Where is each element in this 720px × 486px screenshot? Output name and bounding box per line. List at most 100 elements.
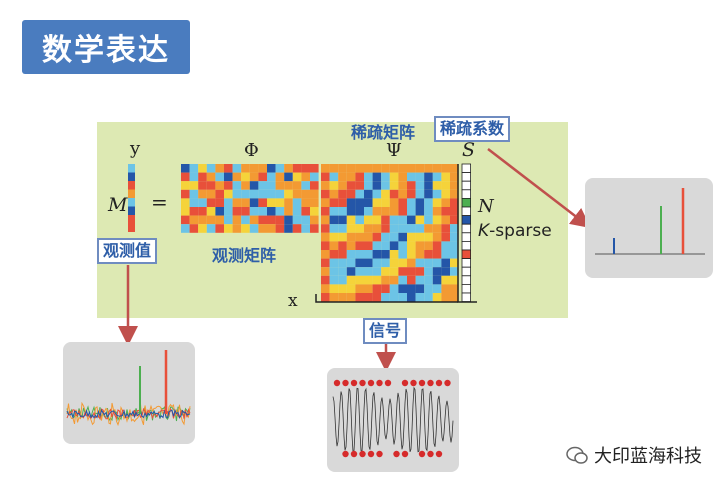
psi-cell (424, 207, 433, 216)
phi-cell (232, 198, 242, 207)
psi-cell (441, 164, 450, 173)
psi-cell (415, 172, 425, 182)
m-label: M (108, 194, 128, 216)
psi-cell (415, 284, 425, 293)
s-cell (461, 275, 472, 285)
psi-cell (381, 258, 390, 268)
psi-cell (389, 207, 399, 216)
psi-cell (346, 181, 356, 190)
psi-cell (415, 164, 425, 173)
psi-cell (372, 241, 382, 250)
sample-dot (418, 450, 426, 458)
psi-cell (381, 207, 390, 216)
phi-cell (206, 181, 216, 190)
phi-cell (189, 189, 199, 199)
psi-cell (424, 275, 433, 285)
psi-cell (381, 215, 390, 225)
sample-dot (427, 450, 434, 458)
psi-cell (415, 181, 425, 190)
phi-cell (232, 189, 242, 199)
phi-cell (267, 189, 276, 199)
psi-cell (372, 164, 382, 173)
psi-cell (398, 224, 407, 233)
psi-cell (415, 215, 425, 225)
phi-cell (275, 164, 285, 173)
psi-cell (355, 232, 364, 242)
psi-cell (372, 198, 382, 207)
sample-dot (350, 379, 358, 387)
phi-cell (301, 181, 310, 190)
psi-cell (415, 198, 425, 207)
psi-cell (389, 215, 399, 225)
psi-cell (346, 189, 356, 199)
psi-cell (329, 275, 339, 285)
y-cell (128, 164, 135, 173)
psi-cell (321, 198, 330, 207)
sample-dot (435, 450, 443, 458)
phi-cell (301, 198, 310, 207)
s-cell (461, 249, 472, 260)
wechat-icon (566, 446, 588, 464)
psi-cell (398, 189, 407, 199)
psi-cell (450, 275, 459, 285)
psi-cell (329, 250, 339, 259)
phi-cell (284, 207, 293, 216)
y-cell (128, 206, 135, 215)
psi-cell (432, 250, 442, 259)
psi-cell (450, 241, 459, 250)
psi-cell (372, 189, 382, 199)
sample-dot (333, 379, 341, 387)
psi-cell (346, 224, 356, 233)
psi-cell (441, 181, 450, 190)
psi-cell (441, 258, 450, 268)
sample-dot (342, 379, 349, 387)
psi-cell (321, 232, 330, 242)
sample-dot (444, 379, 451, 387)
psi-cell (398, 172, 407, 182)
psi-cell (415, 250, 425, 259)
psi-cell (372, 258, 382, 268)
psi-cell (450, 267, 459, 276)
sample-dot (435, 379, 443, 387)
psi-cell (321, 275, 330, 285)
psi-cell (329, 241, 339, 250)
slide-title: 数学表达 (22, 20, 190, 74)
y-cell (128, 181, 135, 190)
psi-cell (398, 207, 407, 216)
psi-cell (441, 224, 450, 233)
psi-cell (346, 164, 356, 173)
phi-cell (249, 198, 259, 207)
phi-cell (215, 207, 224, 216)
psi-cell (355, 258, 364, 268)
phi-cell (215, 224, 224, 233)
noise-trace (66, 408, 191, 420)
psi-cell (441, 198, 450, 207)
psi-cell (450, 224, 459, 233)
psi-cell (372, 284, 382, 293)
phi-cell (249, 189, 259, 199)
watermark-text: 大印蓝海科技 (594, 446, 702, 467)
psi-cell (381, 164, 390, 173)
s-cell (461, 232, 472, 242)
psi-cell (389, 232, 399, 242)
psi-cell (432, 172, 442, 182)
phi-cell (310, 198, 319, 207)
psi-cell (424, 164, 433, 173)
psi-cell (381, 224, 390, 233)
psi-cell (450, 172, 459, 182)
y-cell (128, 189, 135, 198)
psi-cell (372, 275, 382, 285)
phi-cell (181, 215, 190, 225)
phi-cell (181, 207, 190, 216)
phi-cell (267, 207, 276, 216)
psi-cell (398, 181, 407, 190)
phi-cell (292, 198, 302, 207)
psi-cell (364, 267, 373, 276)
phi-cell (310, 224, 319, 233)
psi-cell (355, 189, 364, 199)
psi-cell (321, 267, 330, 276)
phi-cell (275, 172, 285, 182)
psi-cell (398, 293, 407, 302)
psi-cell (441, 293, 450, 302)
sparse-coefficient-plot (585, 178, 713, 278)
